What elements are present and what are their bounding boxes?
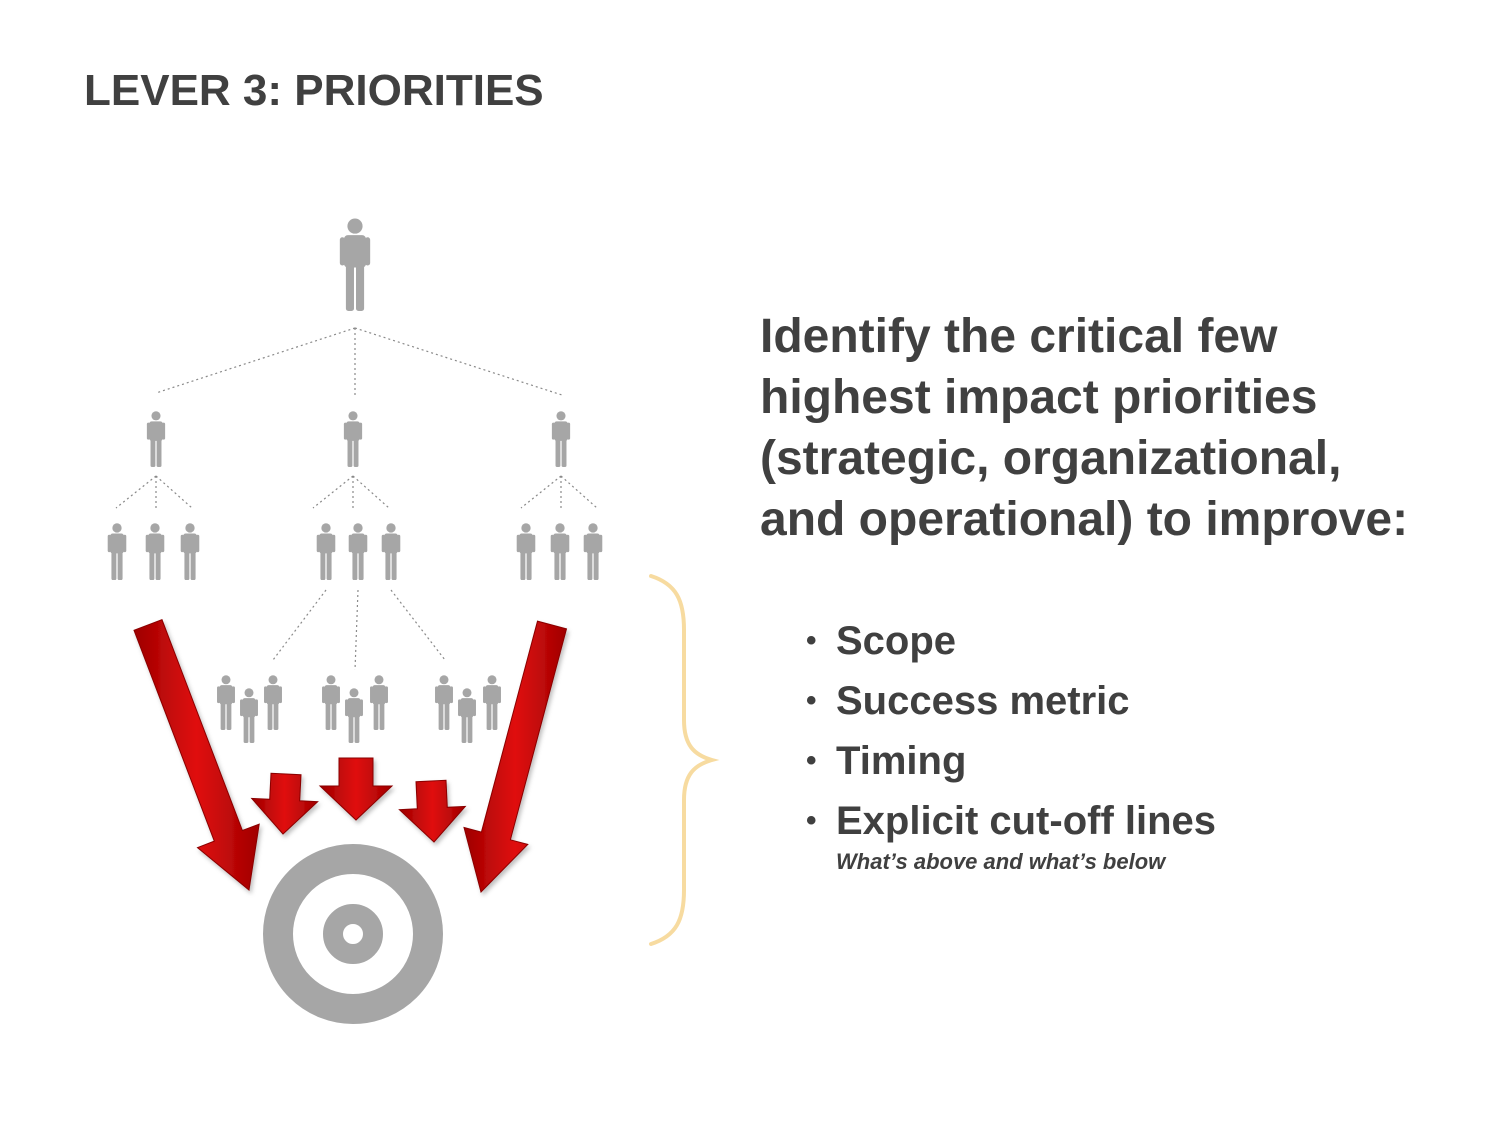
target-icon <box>263 844 443 1024</box>
curly-brace-path <box>649 574 720 946</box>
person-icon <box>483 675 501 730</box>
bullet-item-cut-off-lines: • Explicit cut-off lines <box>806 794 1216 854</box>
person-icon <box>550 523 570 580</box>
person-icon <box>458 688 476 743</box>
org-chart-people <box>107 218 603 743</box>
bullet-dot: • <box>806 804 817 837</box>
arrow-down-icon <box>133 619 260 891</box>
bullet-label: Timing <box>836 739 967 783</box>
connector-line <box>520 475 562 509</box>
org-connector-lines <box>115 327 598 671</box>
connector-line <box>560 475 598 509</box>
headline-line: (strategic, organizational, <box>760 432 1342 485</box>
headline-line: and operational) to improve: <box>760 493 1409 546</box>
person-icon <box>316 523 336 580</box>
person-icon <box>107 523 127 580</box>
connector-line <box>352 475 390 509</box>
connector-line <box>354 589 359 671</box>
person-icon <box>322 675 340 730</box>
arrow-down-icon <box>463 620 568 893</box>
bullet-dot: • <box>806 744 817 777</box>
connector-line <box>155 475 193 509</box>
arrow-down-icon <box>398 779 467 843</box>
bullet-dot: • <box>806 624 817 657</box>
person-icon <box>145 523 165 580</box>
bullet-list: • Scope • Success metric • Timing • Explicit… <box>806 614 1216 854</box>
cut-off-sublabel: What’s above and what’s below <box>836 849 1166 874</box>
person-icon <box>180 523 200 580</box>
connector-line <box>312 475 354 509</box>
curly-brace-icon <box>649 574 720 946</box>
connector-line <box>155 327 356 394</box>
target-inner-ring <box>323 904 383 964</box>
connector-line <box>115 475 157 509</box>
bullet-label: Explicit cut-off lines <box>836 799 1217 843</box>
arrow-down-icon <box>250 772 319 835</box>
person-icon <box>345 688 363 743</box>
person-icon <box>217 675 235 730</box>
arrow-down-icon <box>318 757 394 821</box>
headline-line: Identify the critical few <box>760 310 1278 363</box>
person-icon <box>583 523 603 580</box>
headline-line: highest impact priorities <box>760 371 1318 424</box>
person-icon <box>240 688 258 743</box>
person-icon <box>264 675 282 730</box>
person-icon <box>339 218 371 311</box>
slide-title: LEVER 3: PRIORITIES <box>84 66 544 115</box>
connector-line <box>272 589 327 661</box>
person-icon <box>370 675 388 730</box>
person-icon <box>146 411 166 467</box>
person-icon <box>343 411 363 467</box>
person-icon <box>381 523 401 580</box>
person-icon <box>516 523 536 580</box>
person-icon <box>348 523 368 580</box>
headline: Identify the critical few highest impact… <box>760 306 1460 550</box>
person-icon <box>435 675 453 730</box>
person-icon <box>551 411 571 467</box>
bullet-item-success-metric: • Success metric <box>806 674 1216 734</box>
connector-line <box>354 327 563 396</box>
bullet-label: Scope <box>836 619 957 663</box>
bullet-item-timing: • Timing <box>806 734 1216 794</box>
bullet-item-scope: • Scope <box>806 614 1216 674</box>
connector-line <box>390 589 446 661</box>
bullet-label: Success metric <box>836 679 1130 723</box>
target-outer-ring <box>263 844 443 1024</box>
priority-arrows <box>133 619 568 893</box>
bullet-dot: • <box>806 684 817 717</box>
